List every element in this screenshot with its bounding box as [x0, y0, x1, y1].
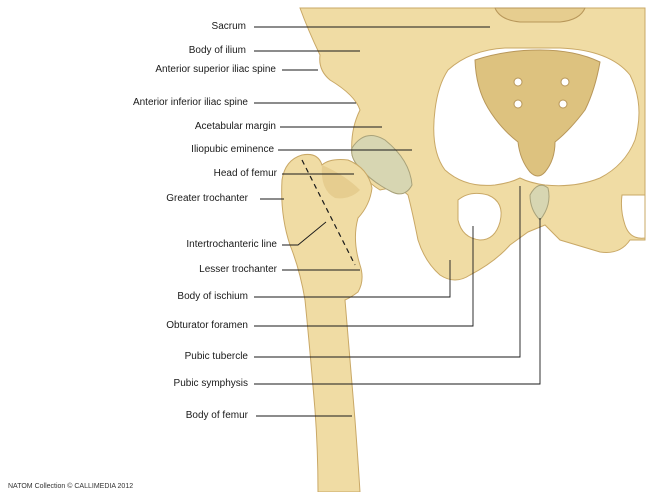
label-pubic-tubercle: Pubic tubercle [184, 351, 248, 362]
label-acetabular-margin: Acetabular margin [194, 121, 276, 132]
label-iliopubic-eminence: Iliopubic eminence [191, 144, 274, 155]
label-anterior-superior-iliac-spine: Anterior superior iliac spine [155, 64, 276, 75]
sacral-foramen [560, 77, 570, 87]
obturator-foramen-left [457, 192, 502, 241]
pubic-symphysis-disc [529, 184, 550, 221]
sacral-promontory [494, 7, 586, 23]
femur-bone [281, 154, 373, 492]
label-anterior-inferior-iliac-spine: Anterior inferior iliac spine [132, 97, 248, 108]
label-body-of-ilium: Body of ilium [188, 45, 246, 56]
leader-pubic-tubercle [254, 186, 521, 358]
label-greater-trochanter: Greater trochanter [166, 193, 248, 204]
label-pubic-symphysis: Pubic symphysis [173, 378, 248, 389]
leader-body-of-ischium [254, 260, 451, 298]
sacral-foramen [558, 99, 568, 109]
label-intertrochanteric-line: Intertrochanteric line [186, 239, 277, 250]
label-body-of-ischium: Body of ischium [177, 291, 248, 302]
obturator-foramen-right [620, 194, 646, 239]
label-head-of-femur: Head of femur [213, 168, 277, 179]
label-body-of-femur: Body of femur [185, 410, 248, 421]
intertrochanteric-dashed-line [301, 159, 356, 266]
femoral-neck-shadow [321, 165, 360, 199]
leader-pubic-symphysis [254, 218, 541, 385]
leader-obturator-foramen [254, 226, 474, 327]
leader-intertrochanteric-line [282, 221, 327, 246]
label-sacrum: Sacrum [211, 21, 246, 32]
sacral-foramen [513, 99, 523, 109]
copyright-credit: NATOM Collection © CALLIMEDIA 2012 [8, 483, 134, 490]
sacral-foramen [513, 77, 523, 87]
leader-lines [254, 26, 541, 417]
label-lesser-trochanter: Lesser trochanter [199, 264, 277, 275]
label-obturator-foramen: Obturator foramen [166, 320, 248, 331]
